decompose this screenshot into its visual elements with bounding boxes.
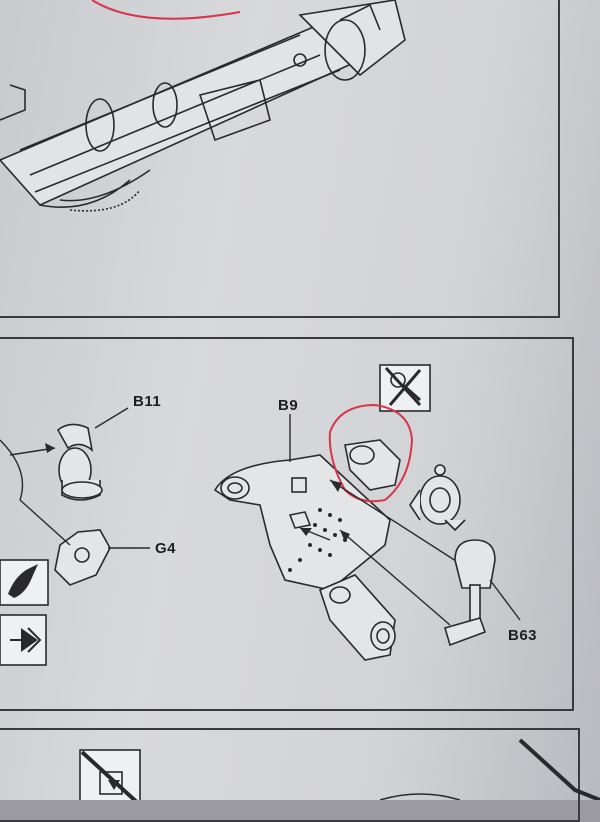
- highlight-circle: [328, 403, 414, 503]
- lower-part-drawing: [319, 574, 396, 661]
- assembly-drawing: [0, 0, 600, 800]
- part-b63-drawing: [444, 539, 496, 647]
- highlight-mark-top: [91, 0, 241, 20]
- highlighted-part-drawing: [344, 439, 401, 491]
- part-label-g4: G4: [155, 540, 177, 557]
- assembly-step-panel: [0, 337, 574, 711]
- part-label-b11: B11: [133, 393, 162, 410]
- no-glue-icon: [379, 364, 431, 412]
- part-b11-drawing: [56, 423, 103, 501]
- part-label-b63: B63: [508, 627, 538, 644]
- part-label-b9: B9: [278, 397, 299, 414]
- part-b9-drawing: [213, 454, 391, 591]
- assembly-step-top-panel: [0, 0, 560, 318]
- cross-stroke: [518, 738, 600, 800]
- side-part-drawing: [409, 464, 466, 532]
- no-cut-icon: [79, 749, 141, 800]
- gun-barrel-drawing: [0, 0, 406, 212]
- arrow-right-icon: [0, 614, 47, 666]
- paint-drop-icon: [0, 559, 49, 606]
